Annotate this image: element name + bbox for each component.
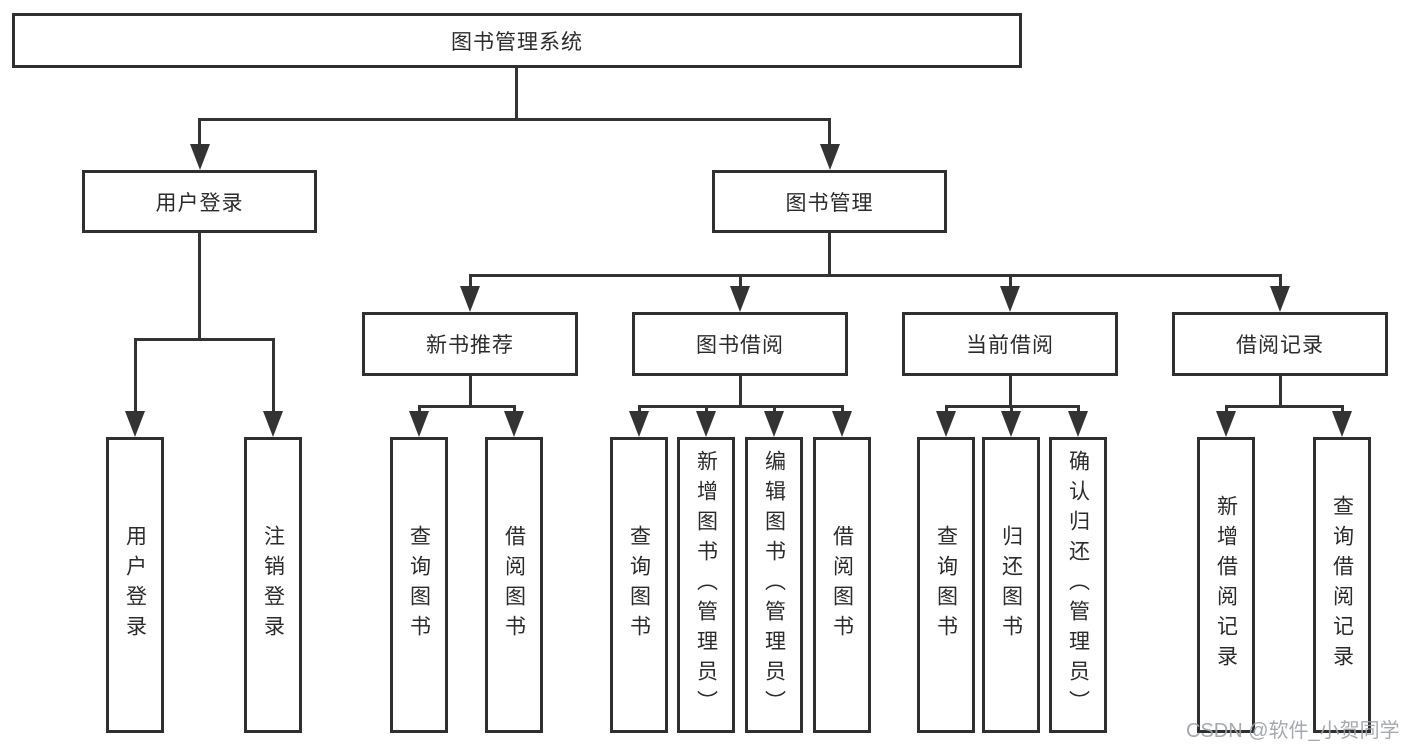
edge-arrowhead: [764, 411, 784, 437]
edge-line: [841, 405, 844, 414]
edge-arrowhead: [1000, 286, 1020, 312]
edge-line: [1009, 274, 1012, 289]
edge-line: [1341, 405, 1344, 414]
edge-line: [1279, 274, 1282, 289]
edge-line: [1077, 405, 1080, 414]
node-book-management: 图书管理: [712, 170, 947, 233]
leaf-borrow-borrow-books: 借阅图书: [813, 437, 871, 733]
edge-line: [1225, 405, 1344, 408]
edge-line: [773, 405, 776, 414]
edge-line: [638, 405, 844, 408]
edge-line: [1009, 376, 1012, 408]
edge-arrowhead: [730, 286, 750, 312]
edge-arrowhead: [1332, 411, 1352, 437]
edge-line: [198, 233, 201, 340]
edge-arrowhead: [460, 286, 480, 312]
edge-arrowhead: [1068, 411, 1088, 437]
edge-line: [272, 338, 275, 414]
leaf-current-confirm-return-admin: 确认归还（管理员）: [1049, 437, 1107, 733]
edge-arrowhead: [263, 411, 283, 437]
edge-line: [513, 405, 516, 414]
edge-arrowhead: [629, 411, 649, 437]
leaf-records-query-record: 查询借阅记录: [1313, 437, 1371, 733]
node-label: 查询图书: [407, 525, 431, 645]
node-label: 查询借阅记录: [1330, 495, 1354, 675]
node-label: 借阅图书: [830, 525, 854, 645]
leaf-recommend-query-books: 查询图书: [390, 437, 448, 733]
node-label: 新增图书（管理员）: [694, 450, 718, 720]
node-label: 归还图书: [999, 525, 1023, 645]
leaf-borrow-add-books-admin: 新增图书（管理员）: [677, 437, 735, 733]
edge-line: [638, 405, 641, 414]
edge-arrowhead: [190, 144, 210, 170]
node-library-system: 图书管理系统: [12, 13, 1022, 68]
edge-line: [739, 376, 742, 408]
edge-line: [515, 68, 518, 120]
edge-line: [418, 405, 421, 414]
node-label: 借阅记录: [1236, 334, 1324, 357]
edge-line: [705, 405, 708, 414]
node-label: 新增借阅记录: [1214, 495, 1238, 675]
edge-line: [198, 118, 201, 147]
node-label: 图书管理系统: [451, 30, 583, 54]
edge-line: [418, 405, 516, 408]
leaf-logout: 注销登录: [244, 437, 302, 733]
edge-arrowhead: [936, 411, 956, 437]
edge-arrowhead: [1216, 411, 1236, 437]
leaf-recommend-borrow-books: 借阅图书: [485, 437, 543, 733]
edge-arrowhead: [409, 411, 429, 437]
node-label: 当前借阅: [966, 334, 1054, 357]
leaf-user-login: 用户登录: [106, 437, 164, 733]
node-label: 用户登录: [123, 525, 147, 645]
edge-line: [828, 118, 831, 147]
edge-arrowhead: [832, 411, 852, 437]
edge-arrowhead: [696, 411, 716, 437]
edge-line: [828, 233, 831, 277]
leaf-records-add-record: 新增借阅记录: [1197, 437, 1255, 733]
node-label: 图书管理: [785, 191, 874, 215]
edge-line: [1225, 405, 1228, 414]
edge-arrowhead: [1270, 286, 1290, 312]
node-label: 查询图书: [934, 525, 958, 645]
edge-line: [945, 405, 948, 414]
edge-arrowhead: [820, 144, 840, 170]
node-label: 编辑图书（管理员）: [762, 450, 786, 720]
edge-line: [739, 274, 742, 289]
node-label: 查询图书: [627, 525, 651, 645]
edge-arrowhead: [125, 411, 145, 437]
csdn-watermark: CSDN @软件_小贺同学: [1186, 720, 1400, 742]
node-label: 确认归还（管理员）: [1066, 450, 1090, 720]
leaf-borrow-edit-books-admin: 编辑图书（管理员）: [745, 437, 803, 733]
node-label: 新书推荐: [426, 334, 514, 357]
leaf-current-return-books: 归还图书: [982, 437, 1040, 733]
edge-line: [134, 338, 275, 341]
node-book-borrow: 图书借阅: [632, 312, 848, 376]
edge-line: [469, 274, 1282, 277]
leaf-current-query-books: 查询图书: [917, 437, 975, 733]
node-label: 注销登录: [261, 525, 285, 645]
edge-arrowhead: [1001, 411, 1021, 437]
edge-line: [1279, 376, 1282, 408]
edge-line: [1010, 405, 1013, 414]
edge-line: [469, 376, 472, 408]
edge-arrowhead: [504, 411, 524, 437]
node-new-book-recommend: 新书推荐: [362, 312, 578, 376]
node-label: 图书借阅: [696, 334, 784, 357]
node-label: 借阅图书: [502, 525, 526, 645]
edge-line: [134, 338, 137, 414]
node-current-borrow: 当前借阅: [902, 312, 1118, 376]
leaf-borrow-query-books: 查询图书: [610, 437, 668, 733]
node-borrow-records: 借阅记录: [1172, 312, 1388, 376]
edge-line: [198, 118, 831, 121]
node-user-login: 用户登录: [82, 170, 317, 233]
edge-line: [469, 274, 472, 289]
node-label: 用户登录: [155, 191, 244, 215]
